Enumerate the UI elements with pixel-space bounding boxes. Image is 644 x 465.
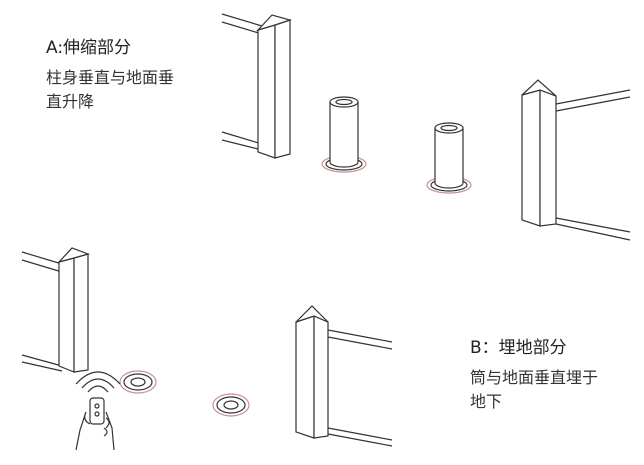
- gate-post-side: [274, 19, 291, 159]
- gate-post-front: [257, 24, 276, 159]
- top-right-gate: [521, 79, 631, 241]
- signal-waves-icon: [75, 371, 121, 393]
- gate-post-front: [295, 315, 315, 439]
- retracted-bollard: [212, 393, 250, 417]
- raised-bollard: [426, 122, 472, 194]
- gate-post-side: [73, 253, 89, 373]
- gate-post-top: [256, 14, 293, 32]
- part-b-label: B：埋地部分 筒与地面垂直埋于 地下: [470, 336, 630, 414]
- part-b-description-line: 筒与地面垂直埋于: [470, 368, 599, 387]
- top-left-gate: [221, 13, 293, 159]
- bottom-middle-gate: [295, 305, 393, 447]
- remote-control: [89, 397, 105, 425]
- gate-post-top: [57, 247, 90, 264]
- raised-bollard: [321, 96, 367, 173]
- gate-post-top: [295, 305, 329, 323]
- part-a-description-line: 柱身垂直与地面垂: [46, 68, 175, 87]
- retracted-bollard: [119, 370, 157, 394]
- part-b-description-line: 地下: [470, 392, 503, 411]
- remote-control-hand: [75, 371, 121, 451]
- gate-post-front: [58, 257, 75, 373]
- part-a-description-line: 直升降: [46, 92, 95, 111]
- bottom-left-gate: [21, 247, 90, 373]
- part-a-title: A:伸缩部分: [46, 38, 132, 58]
- gate-post-side: [313, 315, 329, 439]
- part-b-title: B：埋地部分: [470, 338, 567, 358]
- gate-post-front: [521, 89, 541, 227]
- gate-post-side: [539, 89, 557, 227]
- part-a-label: A:伸缩部分 柱身垂直与地面垂 直升降: [46, 36, 206, 114]
- gate-post-top: [521, 79, 557, 97]
